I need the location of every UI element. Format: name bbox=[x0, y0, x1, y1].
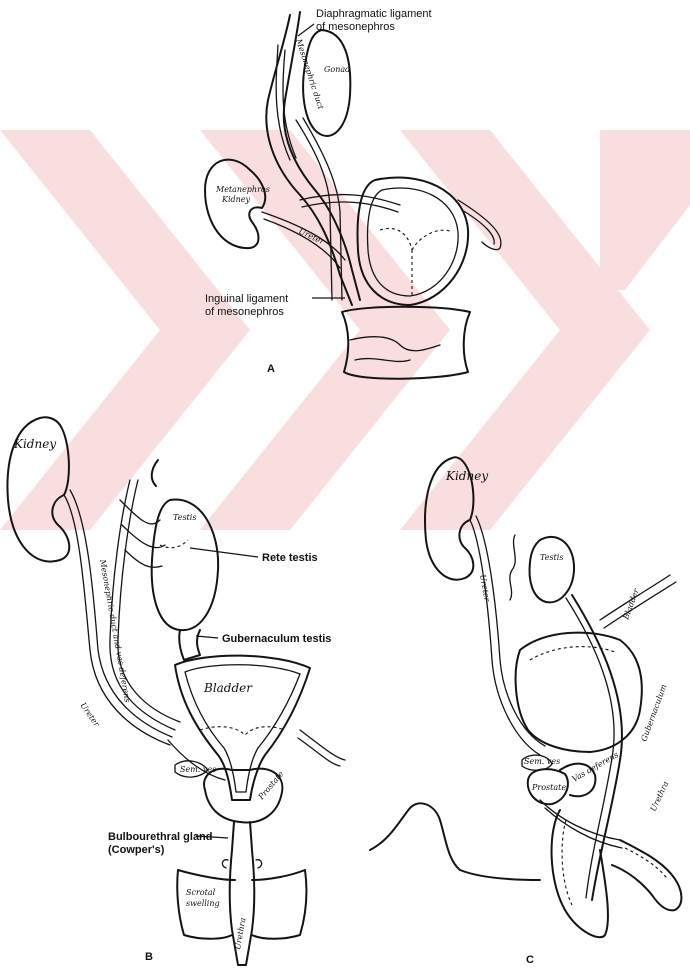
inguinal-ligament-label-2: of mesonephros bbox=[205, 306, 284, 318]
mesonephric-duct-label-a: Mesonephric duct bbox=[294, 37, 326, 111]
mesonephric-duct-label-b: Mesonephric duct and vas deferens bbox=[98, 558, 132, 703]
urethra-b-label: Urethra bbox=[233, 917, 248, 951]
metanephros-label-1: Metanephros bbox=[215, 185, 270, 194]
penis-c-shape bbox=[612, 840, 681, 910]
kidney-b-label: Kidney bbox=[13, 437, 56, 451]
urethra-c-label: Urethra bbox=[649, 780, 671, 813]
panel-b-letter: B bbox=[145, 951, 153, 963]
bulbourethral-gland-label-2: (Cowper's) bbox=[108, 844, 165, 856]
watermark-chevrons bbox=[0, 130, 690, 530]
sem-ves-c-label: Sem. ves bbox=[524, 757, 560, 766]
scrotal-swelling-label-2: swelling bbox=[186, 899, 220, 908]
metanephros-label-2: Kidney bbox=[221, 195, 251, 204]
testis-b-label: Testis bbox=[173, 513, 196, 522]
gubernaculum-c-label: Gubernaculum bbox=[639, 683, 668, 743]
gonad-label: Gonad bbox=[324, 65, 350, 74]
ureter-c-label: Ureter bbox=[478, 574, 492, 603]
scrotal-swelling-label-1: Scrotal bbox=[186, 888, 216, 897]
rete-testis-label: Rete testis bbox=[262, 552, 318, 564]
diaphragmatic-ligament-label-1: Diaphragmatic ligament bbox=[316, 8, 432, 20]
inguinal-ligament-label-1: Inguinal ligament bbox=[205, 293, 288, 305]
bladder-b-label: Bladder bbox=[203, 681, 253, 695]
ureter-label-b: Ureter bbox=[78, 701, 102, 729]
bladder-b-shape bbox=[175, 656, 310, 800]
scrotum-c-shape bbox=[552, 810, 608, 937]
kidney-c-label: Kidney bbox=[445, 469, 488, 483]
panel-a-letter: A bbox=[267, 363, 275, 375]
testis-c-shape bbox=[530, 537, 575, 603]
prostate-c-label: Prostate bbox=[531, 783, 566, 792]
testis-c-label: Testis bbox=[540, 553, 563, 562]
bulbourethral-gland-label-1: Bulbourethral gland bbox=[108, 831, 213, 843]
panel-c-letter: C bbox=[526, 954, 534, 966]
gubernaculum-testis-label: Gubernaculum testis bbox=[222, 633, 331, 645]
diaphragmatic-ligament-label-2: of mesonephros bbox=[316, 21, 395, 33]
panel-c: Kidney Ureter Testis Bladder Gubernaculu… bbox=[370, 457, 681, 966]
